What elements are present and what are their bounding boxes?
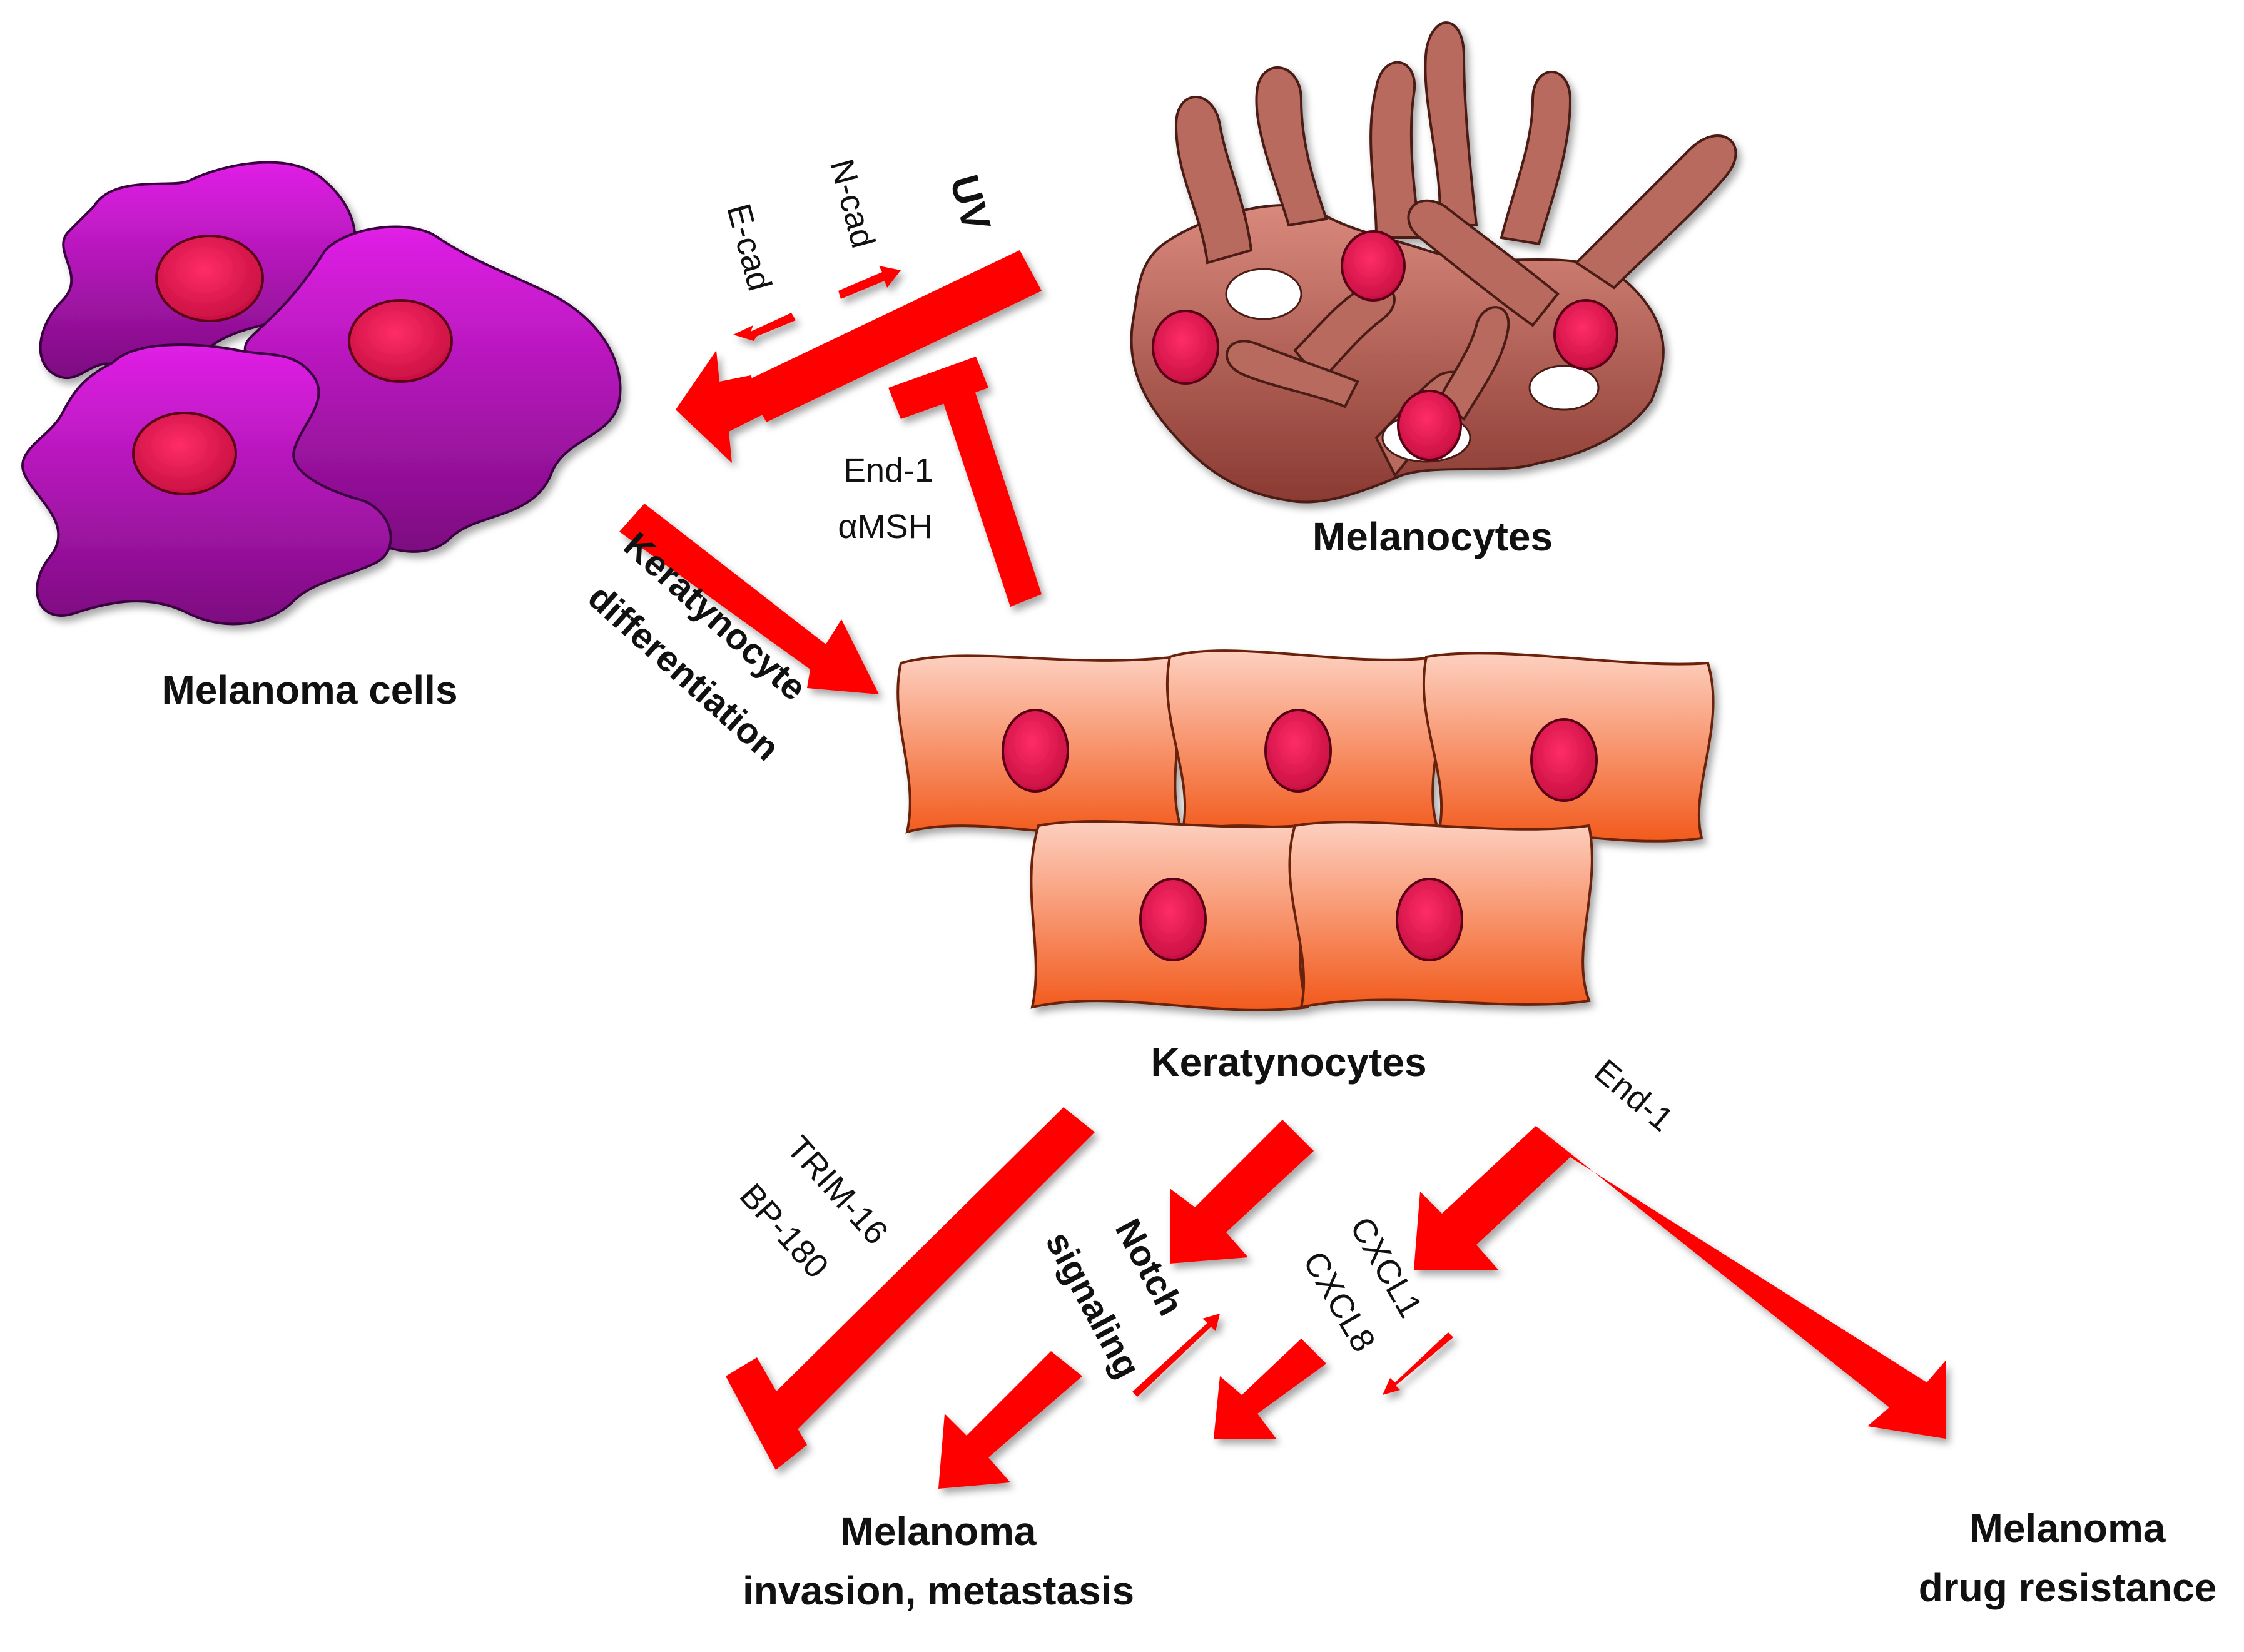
resistance-label-2: drug resistance xyxy=(1919,1565,2217,1610)
amsh-label: αMSH xyxy=(838,508,932,545)
uv-to-melanoma-arrow xyxy=(676,350,766,463)
e-cad-label: E-cad xyxy=(719,200,778,295)
nucleus xyxy=(155,235,264,322)
melanocyte-dendrite xyxy=(1255,66,1328,227)
nucleus xyxy=(1530,718,1598,802)
nucleus xyxy=(1341,230,1406,302)
n-cad-label: N-cad xyxy=(823,155,882,252)
end1-amsh-inhibitor-bar xyxy=(888,357,988,419)
nucleus xyxy=(1152,310,1219,385)
uv-label: UV xyxy=(942,170,1000,236)
melanoma-cells-group xyxy=(21,161,622,626)
cxcl-to-invasion-arrow xyxy=(1214,1339,1326,1439)
nucleus xyxy=(132,412,237,495)
nucleus xyxy=(1002,709,1069,793)
invasion-label-2: invasion, metastasis xyxy=(743,1568,1134,1613)
resistance-label-1: Melanoma xyxy=(1970,1506,2166,1551)
nucleus xyxy=(1264,709,1332,793)
trim16-bp180-inhibitor-stem xyxy=(763,1107,1095,1432)
melanocyte-dendrite xyxy=(1407,199,1560,327)
arrows-group xyxy=(619,250,1946,1489)
melanocyte-gap xyxy=(1528,365,1600,411)
trim16-bp180-inhibitor-bar xyxy=(726,1357,807,1470)
keratinocyte-differentiation-arrow xyxy=(619,504,879,694)
end1-bottom-label: End-1 xyxy=(1587,1052,1680,1139)
keratinocytes-label: Keratynocytes xyxy=(1150,1040,1426,1085)
nucleus xyxy=(1397,390,1462,461)
melanoma-cells-label: Melanoma cells xyxy=(161,667,457,712)
melanocyte-dendrite xyxy=(1424,21,1478,226)
melanocyte-dendrite xyxy=(1500,71,1572,246)
melanocyte-dendrite xyxy=(1437,306,1510,421)
melanocyte-dendrite xyxy=(1226,340,1359,408)
notch-to-invasion-arrow xyxy=(938,1351,1082,1489)
melanocyte-dendrite xyxy=(1174,96,1253,265)
nucleus xyxy=(1553,299,1618,370)
cxcl-down-arrow xyxy=(1383,1332,1453,1395)
notch-up-arrow xyxy=(1132,1314,1220,1397)
end1-to-cxcl-arrow xyxy=(1414,1126,1570,1270)
end1-amsh-inhibitor-stem xyxy=(938,375,1042,607)
keratinocytes-group xyxy=(896,649,1715,1011)
nucleus xyxy=(1396,878,1463,961)
nucleus xyxy=(348,299,453,383)
end1-to-resistance-arrow xyxy=(1536,1126,1946,1439)
end1-top-label: End-1 xyxy=(843,452,933,489)
n-cad-up-arrow xyxy=(838,266,901,299)
melanocyte-gap xyxy=(1225,268,1302,320)
invasion-label-1: Melanoma xyxy=(841,1509,1037,1554)
melanocyte-dendrite xyxy=(1369,61,1422,239)
uv-inhibition-bar xyxy=(744,250,1042,422)
melanocyte-dendrite xyxy=(1574,134,1737,290)
nucleus xyxy=(1139,878,1207,961)
keratinocyte-to-notch-arrow xyxy=(1170,1120,1314,1264)
melanocytes-label: Melanocytes xyxy=(1312,514,1553,559)
melanocytes-group xyxy=(1130,21,1737,504)
e-cad-down-arrow xyxy=(733,313,796,341)
